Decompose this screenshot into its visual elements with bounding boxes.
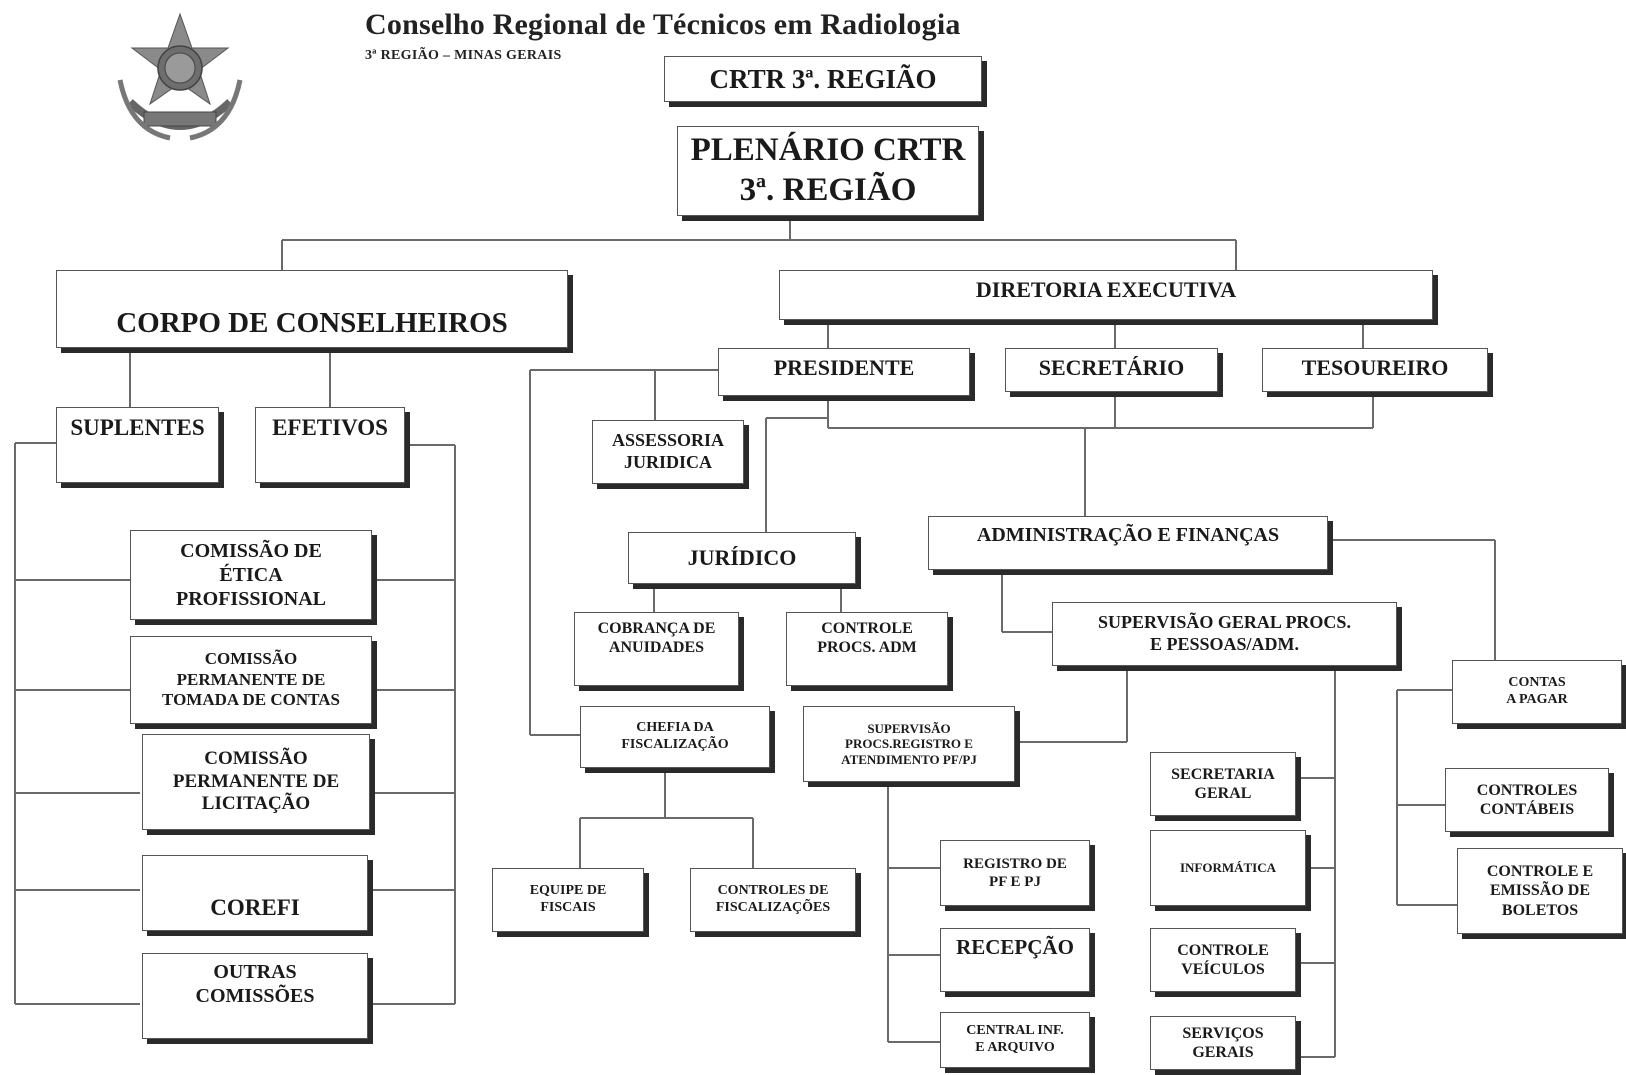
comissao-licitacao-box: COMISSÃO PERMANENTE DE LICITAÇÃO bbox=[142, 734, 370, 830]
tesoureiro-box: TESOUREIRO bbox=[1262, 348, 1488, 392]
secretaria-geral-box: SECRETARIA GERAL bbox=[1150, 752, 1296, 816]
organization-title: Conselho Regional de Técnicos em Radiolo… bbox=[365, 8, 961, 41]
registro-pf-pj-box: REGISTRO DE PF E PJ bbox=[940, 840, 1090, 906]
presidente-box: PRESIDENTE bbox=[718, 348, 970, 396]
plenario-box: PLENÁRIO CRTR 3ª. REGIÃO bbox=[677, 126, 979, 216]
equipe-fiscais-box: EQUIPE DE FISCAIS bbox=[492, 868, 644, 932]
juridico-box: JURÍDICO bbox=[628, 532, 856, 584]
suplentes-box: SUPLENTES bbox=[56, 407, 219, 483]
controle-procs-adm-box: CONTROLE PROCS. ADM bbox=[786, 612, 948, 686]
diretoria-executiva-box: DIRETORIA EXECUTIVA bbox=[779, 270, 1433, 320]
comissao-etica-box: COMISSÃO DE ÉTICA PROFISSIONAL bbox=[130, 530, 372, 620]
informatica-box: INFORMÁTICA bbox=[1150, 830, 1306, 906]
supervisao-procs-registro-box: SUPERVISÃO PROCS.REGISTRO E ATENDIMENTO … bbox=[803, 706, 1015, 782]
brasil-coat-of-arms-icon bbox=[110, 10, 250, 150]
recepcao-box: RECEPÇÃO bbox=[940, 928, 1090, 992]
crtr-region-box: CRTR 3ª. REGIÃO bbox=[664, 56, 982, 102]
assessoria-juridica-box: ASSESSORIA JURIDICA bbox=[592, 420, 744, 484]
comissao-tomada-contas-box: COMISSÃO PERMANENTE DE TOMADA DE CONTAS bbox=[130, 636, 372, 724]
corpo-conselheiros-box: CORPO DE CONSELHEIROS bbox=[56, 270, 568, 348]
controles-fiscalizacoes-box: CONTROLES DE FISCALIZAÇÕES bbox=[690, 868, 856, 932]
controle-emissao-boletos-box: CONTROLE E EMISSÃO DE BOLETOS bbox=[1457, 848, 1623, 934]
outras-comissoes-box: OUTRAS COMISSÕES bbox=[142, 953, 368, 1039]
efetivos-box: EFETIVOS bbox=[255, 407, 405, 483]
controle-veiculos-box: CONTROLE VEÍCULOS bbox=[1150, 928, 1296, 992]
secretario-box: SECRETÁRIO bbox=[1005, 348, 1218, 392]
contas-a-pagar-box: CONTAS A PAGAR bbox=[1452, 660, 1622, 724]
supervisao-geral-box: SUPERVISÃO GERAL PROCS. E PESSOAS/ADM. bbox=[1052, 602, 1397, 666]
central-inf-arquivo-box: CENTRAL INF. E ARQUIVO bbox=[940, 1012, 1090, 1068]
cobranca-anuidades-box: COBRANÇA DE ANUIDADES bbox=[574, 612, 739, 686]
controles-contabeis-box: CONTROLES CONTÁBEIS bbox=[1445, 768, 1609, 832]
organization-subtitle: 3ª REGIÃO – MINAS GERAIS bbox=[365, 48, 562, 63]
corefi-box: COREFI bbox=[142, 855, 368, 931]
chefia-fiscalizacao-box: CHEFIA DA FISCALIZAÇÃO bbox=[580, 706, 770, 768]
servicos-gerais-box: SERVIÇOS GERAIS bbox=[1150, 1016, 1296, 1070]
administracao-financas-box: ADMINISTRAÇÃO E FINANÇAS bbox=[928, 516, 1328, 570]
